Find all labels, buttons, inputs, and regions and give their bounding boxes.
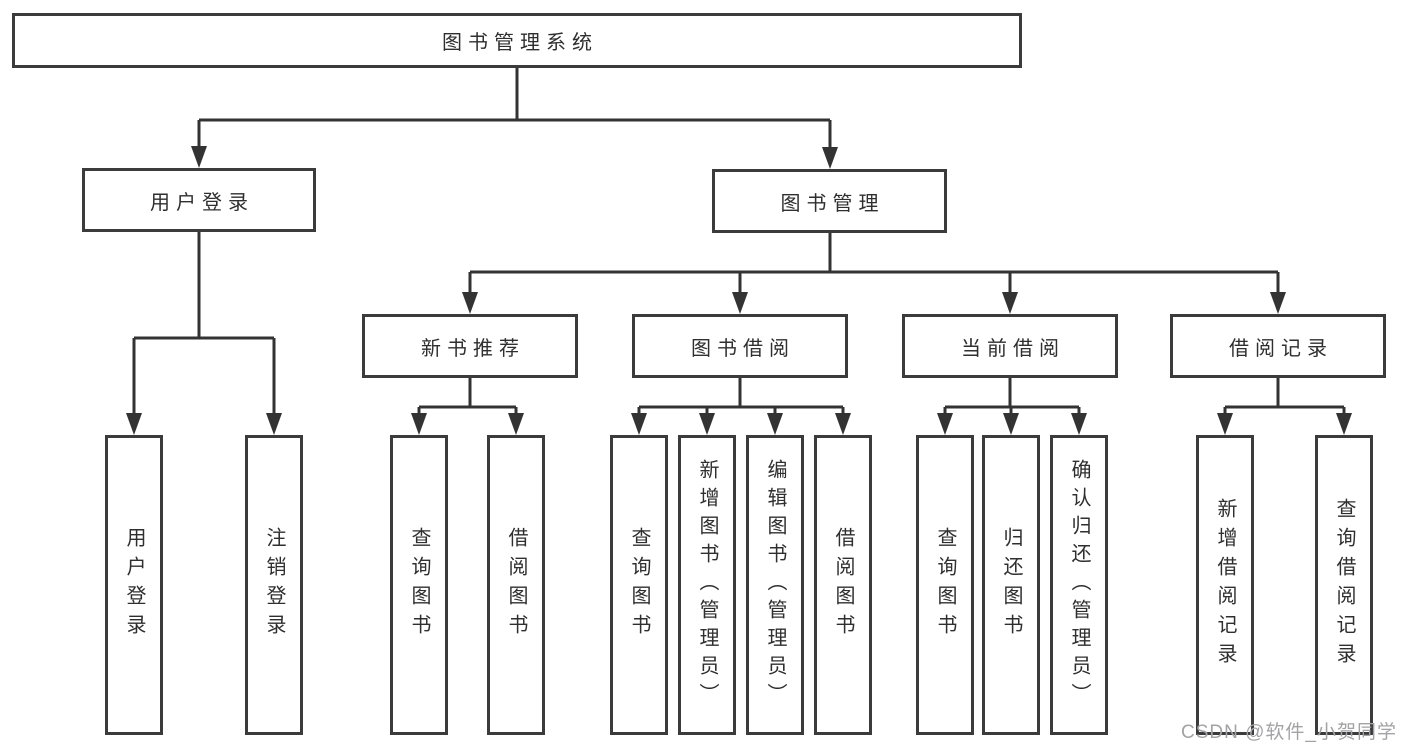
leaf-add-book-admin: 新增图书（管理员） (678, 435, 736, 735)
node-book-borrow: 图书借阅 (632, 314, 848, 378)
leaf-confirm-return-admin: 确认归还（管理员） (1050, 435, 1108, 735)
leaf-edit-book-admin: 编辑图书（管理员） (746, 435, 804, 735)
leaf-return-book-label: 归还图书 (1000, 527, 1022, 643)
node-book-management: 图书管理 (712, 169, 947, 233)
leaf-user-login-label: 用户登录 (123, 527, 145, 643)
leaf-borrow-book-recommend: 借阅图书 (487, 435, 545, 735)
leaf-query-book-borrow: 查询图书 (610, 435, 668, 735)
leaf-edit-book-admin-label: 编辑图书（管理员） (764, 459, 786, 711)
leaf-borrow-book-recommend-label: 借阅图书 (505, 527, 527, 643)
leaf-confirm-return-admin-label: 确认归还（管理员） (1068, 459, 1090, 711)
leaf-user-login: 用户登录 (105, 435, 163, 735)
leaf-add-book-admin-label: 新增图书（管理员） (696, 459, 718, 711)
node-root-system: 图书管理系统 (12, 13, 1022, 68)
leaf-query-book-recommend-label: 查询图书 (408, 527, 430, 643)
watermark-text: CSDN @软件_小贺同学 (1181, 722, 1397, 743)
leaf-logout: 注销登录 (245, 435, 303, 735)
node-user-login: 用户登录 (82, 168, 316, 232)
leaf-query-borrow-record: 查询借阅记录 (1315, 435, 1373, 735)
leaf-return-book: 归还图书 (982, 435, 1040, 735)
leaf-borrow-book: 借阅图书 (814, 435, 872, 735)
leaf-query-borrow-record-label: 查询借阅记录 (1333, 498, 1355, 672)
leaf-query-book-borrow-label: 查询图书 (628, 527, 650, 643)
leaf-logout-label: 注销登录 (263, 527, 285, 643)
leaf-borrow-book-label: 借阅图书 (832, 527, 854, 643)
leaf-query-book-current: 查询图书 (916, 435, 974, 735)
leaf-add-borrow-record-label: 新增借阅记录 (1214, 498, 1236, 672)
node-current-borrow: 当前借阅 (902, 314, 1118, 378)
node-new-book-recommend: 新书推荐 (362, 314, 578, 378)
node-borrow-records: 借阅记录 (1170, 314, 1386, 378)
leaf-query-book-current-label: 查询图书 (934, 527, 956, 643)
leaf-add-borrow-record: 新增借阅记录 (1196, 435, 1254, 735)
leaf-query-book-recommend: 查询图书 (390, 435, 448, 735)
